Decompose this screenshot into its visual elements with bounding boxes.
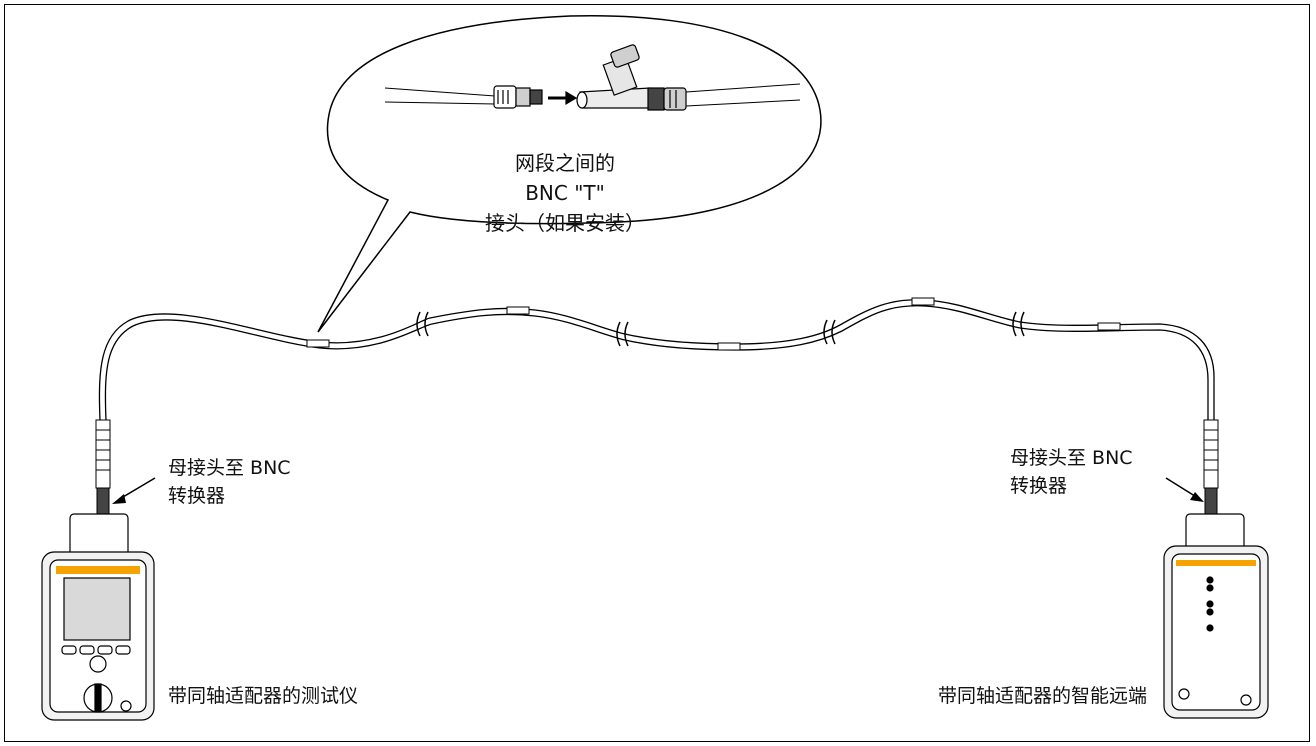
right-adapter-label-line-2: 转换器 [1010, 475, 1068, 497]
bnc-t-connector-illustration [384, 44, 801, 111]
right-adapter-label: 母接头至 BNC 转换器 [1010, 444, 1133, 500]
callout-text: 网段之间的 BNC "T" 接头（如果安装） [475, 148, 655, 238]
left-adapter-label-line-1: 母接头至 BNC [168, 457, 291, 479]
tester-device [41, 513, 155, 721]
left-adapter-label: 母接头至 BNC 转换器 [168, 454, 291, 510]
left-adapter-arrow [112, 477, 156, 504]
smart-remote-device [1163, 513, 1269, 719]
barrel-connector [717, 342, 741, 351]
tester-caption: 带同轴适配器的测试仪 [168, 685, 359, 707]
callout-line-3: 接头（如果安装） [485, 211, 645, 235]
smart-remote-caption: 带同轴适配器的智能远端 [938, 685, 1148, 707]
barrel-connector [506, 306, 530, 315]
tester-screen [63, 577, 131, 641]
right-adapter-label-line-1: 母接头至 BNC [1010, 447, 1133, 469]
right-adapter-arrow [1165, 477, 1204, 502]
barrel-connector [1097, 322, 1121, 331]
callout-bubble [317, 14, 822, 333]
segment-break-marks [416, 311, 1025, 347]
barrel-connector [911, 297, 935, 306]
barrel-connectors [306, 297, 1121, 351]
barrel-connector [306, 339, 330, 348]
callout-line-2: BNC "T" [525, 181, 605, 205]
callout-line-1: 网段之间的 [515, 151, 615, 175]
coax-adapter [69, 513, 129, 557]
left-adapter-label-line-2: 转换器 [168, 485, 226, 507]
coax-cable [98, 299, 1215, 421]
diagram-frame [4, 4, 1310, 742]
cable-boots [95, 419, 1219, 515]
